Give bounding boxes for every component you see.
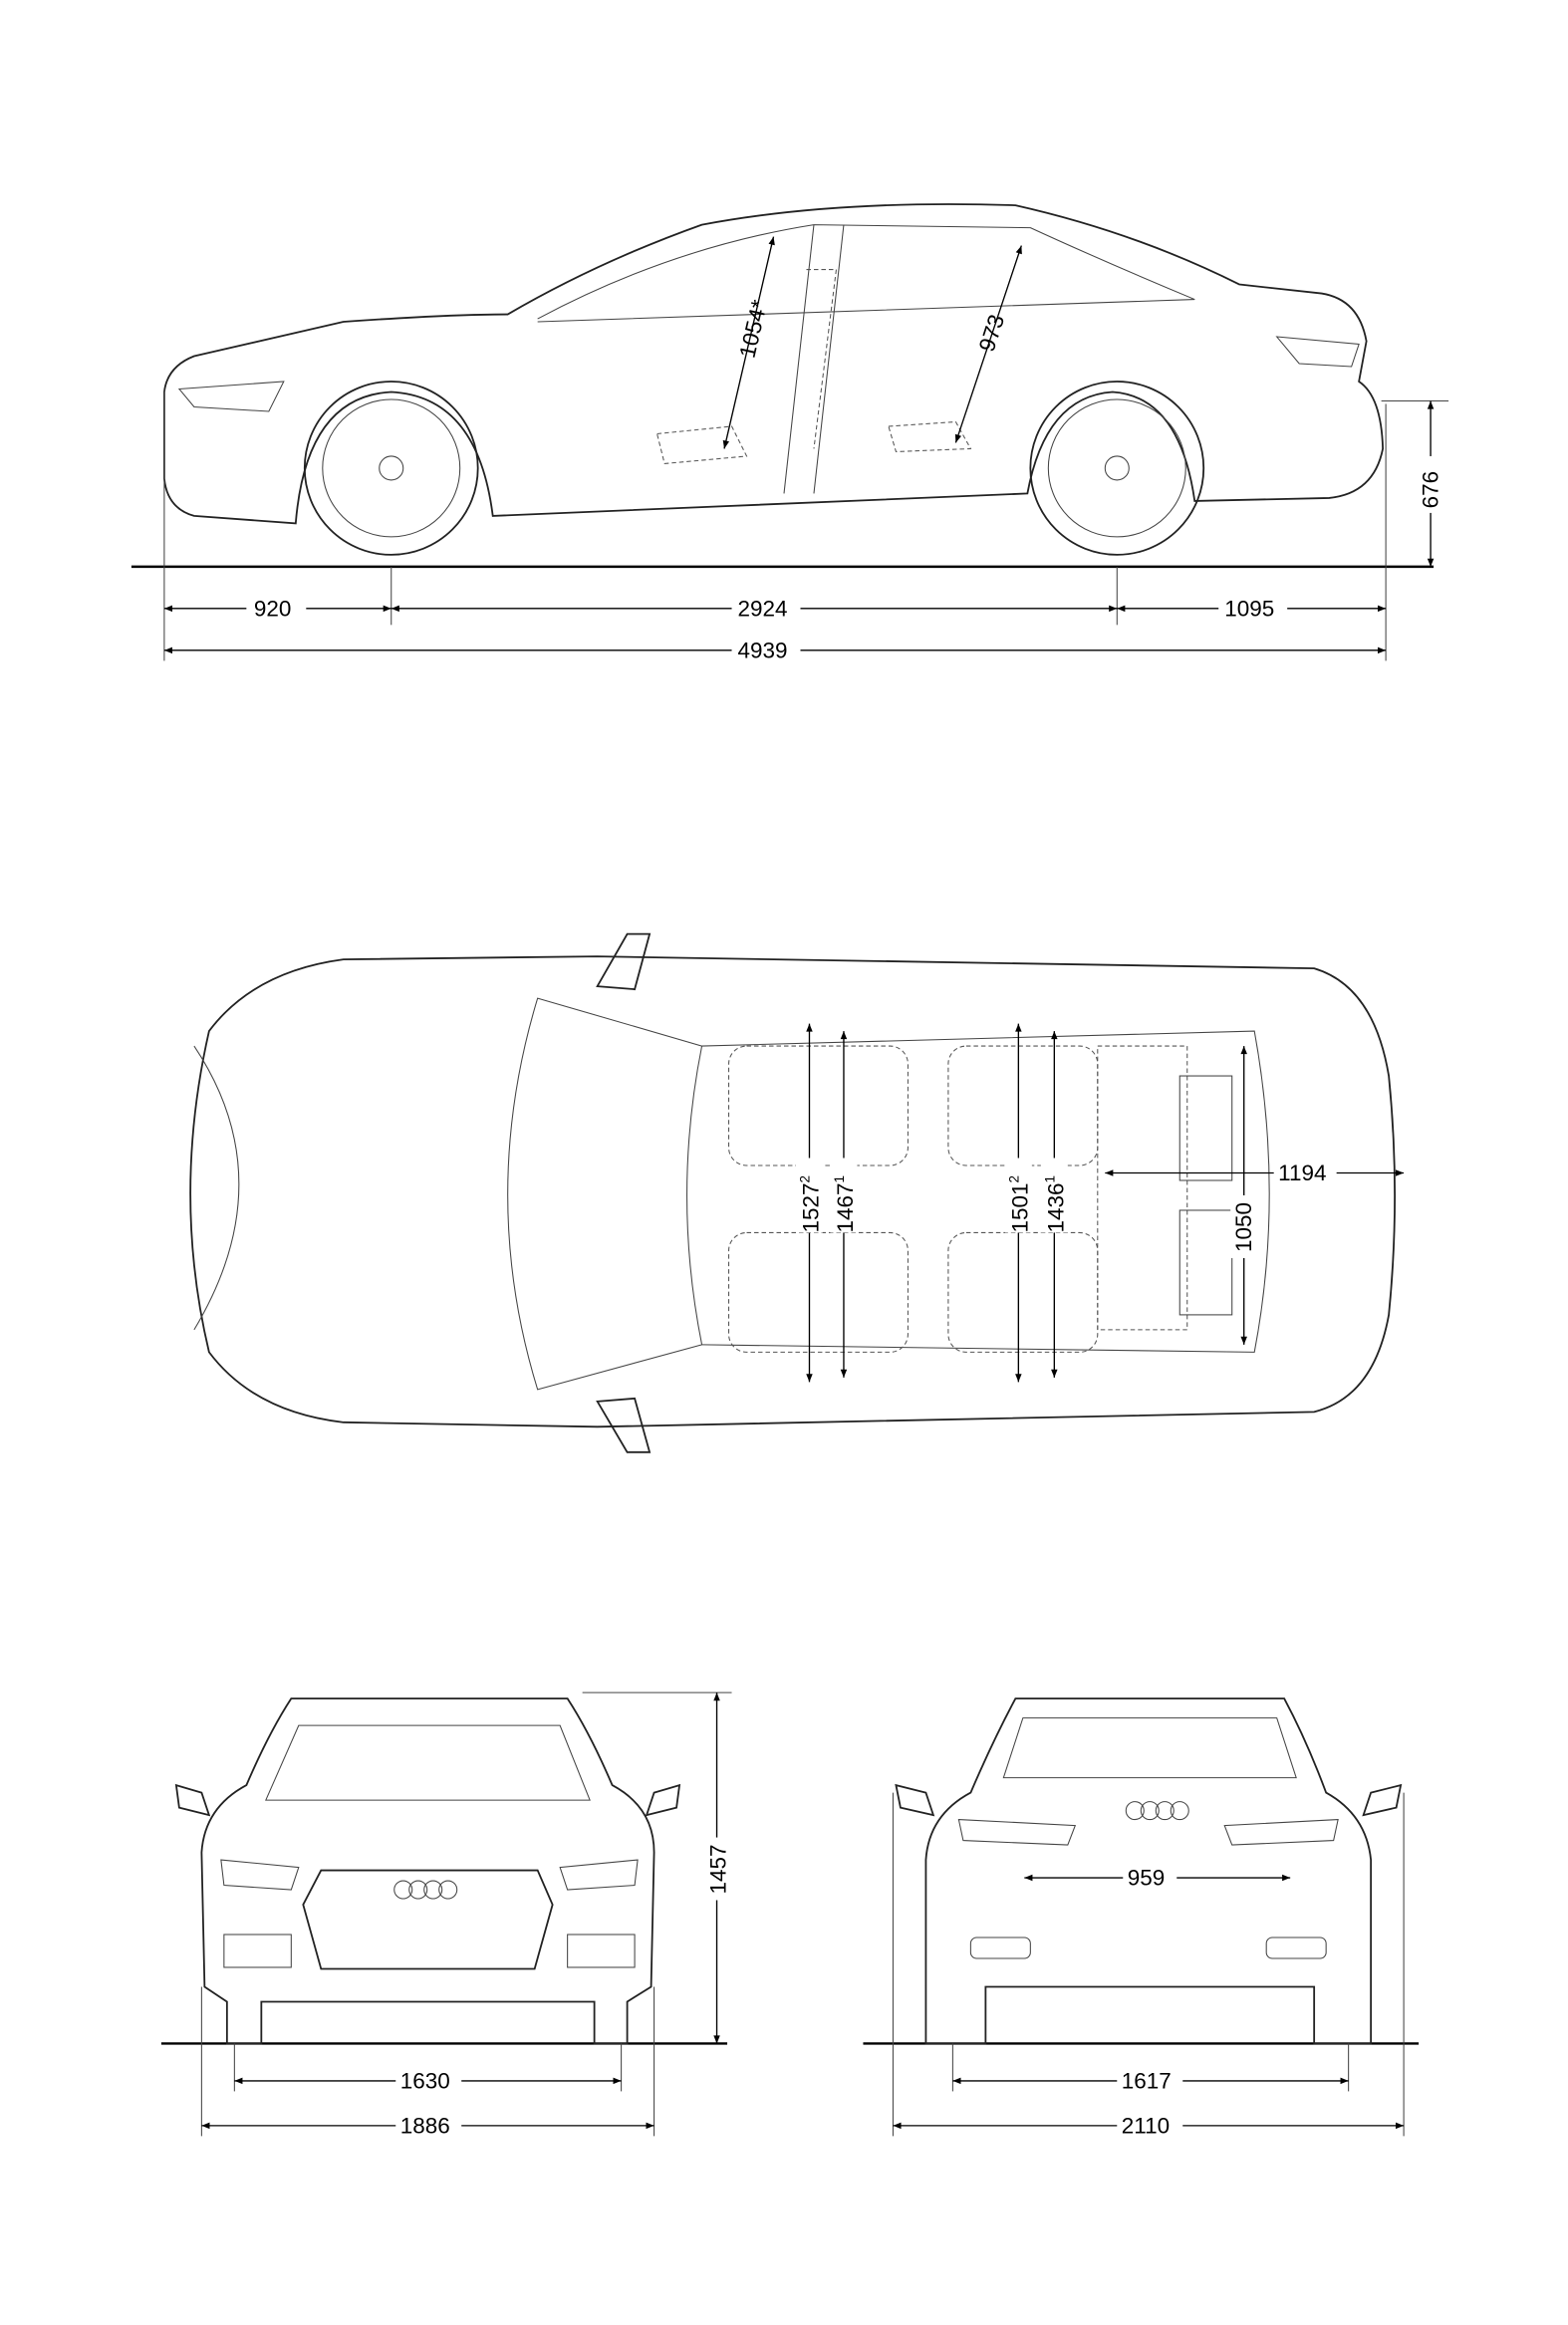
top-view: 15272 14671 15012 14361 1194 1050 [189, 932, 1405, 1453]
front-width-label: 1886 [400, 2113, 450, 2138]
trunk-length-label: 1194 [1278, 1161, 1326, 1185]
rear-window [1002, 1717, 1297, 1779]
right-mirror [596, 1397, 652, 1453]
front-body-outline [200, 1697, 655, 2045]
rear-view: 959 1617 2110 [863, 1697, 1420, 2138]
front-windshield [265, 1724, 591, 1801]
front-track-label: 1630 [400, 2068, 450, 2093]
rear-shoulder-width-label: 15012 [1006, 1175, 1032, 1232]
rear-wheel [1029, 381, 1205, 556]
wheelbase-label: 2924 [738, 596, 788, 621]
rear-track-label: 1617 [1122, 2068, 1172, 2093]
rear-width-label: 2110 [1122, 2113, 1170, 2138]
side-view: 1054* 973 920 2924 1095 4939 676 [131, 203, 1449, 662]
front-headroom-label: 1054* [735, 298, 773, 361]
side-body-outline [162, 203, 1385, 525]
top-body-outline [189, 955, 1397, 1428]
front-shoulder-width-label: 15272 [797, 1175, 823, 1232]
front-grille [302, 1869, 554, 1970]
side-window-line [537, 224, 1195, 323]
trunk-width-label: 1050 [1231, 1202, 1256, 1252]
front-elbow-width-label: 14671 [832, 1175, 858, 1232]
rear-bumper-height-label: 676 [1419, 471, 1443, 508]
audi-rings-logo-rear [1125, 1801, 1189, 1821]
front-wheel [303, 381, 479, 556]
front-view: 1457 1630 1886 [160, 1691, 732, 2138]
trunk-opening-width-label: 959 [1128, 1866, 1166, 1891]
rear-elbow-width-label: 14361 [1042, 1175, 1068, 1232]
windshield-roof [507, 997, 703, 1391]
left-mirror [596, 932, 652, 991]
rear-overhang-label: 1095 [1224, 596, 1274, 621]
audi-rings-logo-front [393, 1880, 458, 1900]
front-overhang-label: 920 [254, 596, 292, 621]
rear-headroom-label: 973 [974, 312, 1009, 355]
overall-length-label: 4939 [738, 638, 788, 662]
rear-body-outline [924, 1697, 1373, 2045]
overall-height-label: 1457 [706, 1845, 731, 1895]
